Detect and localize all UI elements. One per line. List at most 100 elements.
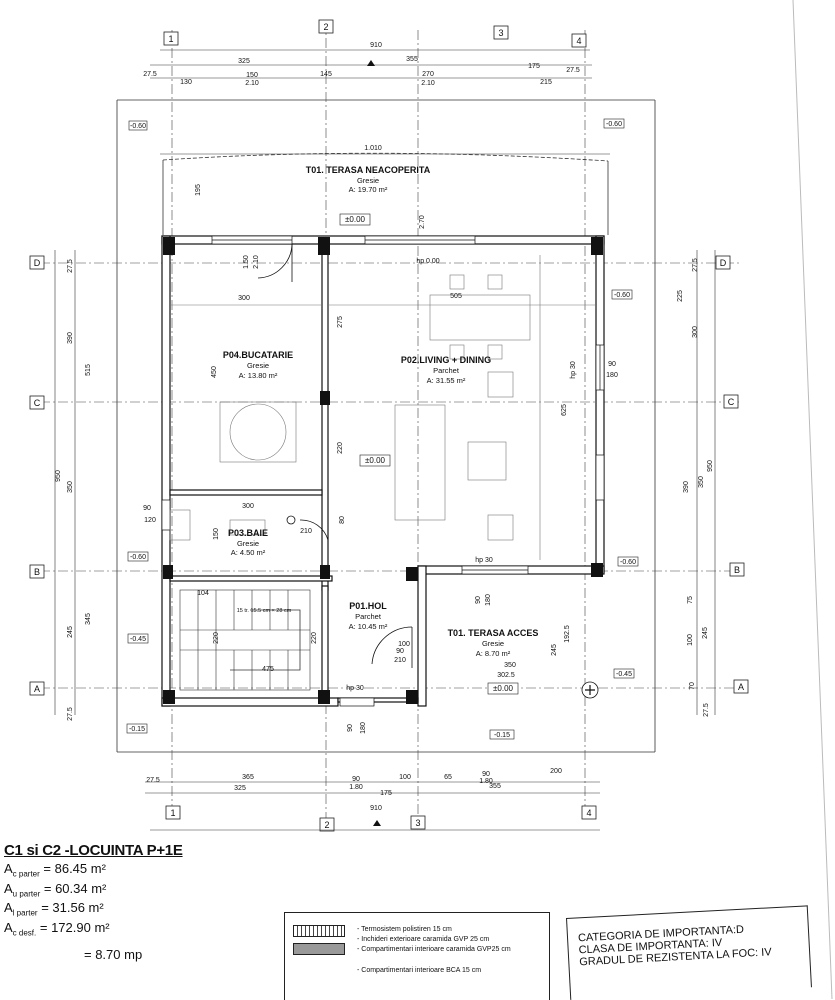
dim-terrace-depth: 195 (195, 184, 202, 196)
dim-win-hp-acces: hp 30 (475, 557, 493, 564)
dim-stair-475: 475 (262, 666, 274, 673)
dim-bot-l: 1.80 (479, 778, 493, 785)
dim-door-90: 90 (396, 648, 404, 655)
dim-acces-245: 245 (551, 644, 558, 656)
terasa-name: T01. TERASA NEACOPERITA (306, 165, 431, 175)
dim-left-b: 390 (67, 332, 74, 344)
dim-left-e: 350 (67, 481, 74, 493)
elev-e3: -0.60 (620, 559, 636, 566)
axis-b-left: B (34, 567, 40, 577)
dim-top-i: 175 (528, 63, 540, 70)
dim-left-f: 245 (67, 626, 74, 638)
axis-c-left: C (34, 398, 41, 408)
dim-stair-104: 104 (197, 590, 209, 597)
row-symbol: A (4, 861, 13, 876)
dim-bot-k: 355 (489, 783, 501, 790)
dim-top-k: 130 (180, 79, 192, 86)
summary-row-acd: Ac desf. = 172.90 m² (4, 920, 264, 938)
stair-note: 15 tr. 15.5 cm × 28 cm (237, 608, 292, 614)
dim-top-f: 145 (320, 71, 332, 78)
axis-3-bottom: 3 (415, 818, 420, 828)
row-subscript: u parter (12, 889, 41, 899)
materials-legend: - Termosistem polistiren 15 cm - Inchide… (284, 912, 550, 1000)
row-symbol: A (4, 900, 13, 916)
row-value: = 86.45 m² (39, 861, 106, 876)
row-subscript: c parter (12, 869, 40, 879)
terasa-finish: Gresie (357, 176, 379, 185)
row-value: = 31.56 m² (37, 900, 104, 916)
row-subscript: l parter (12, 908, 38, 918)
dim-win-210b: 2.10 (253, 255, 260, 269)
legend-item-exterior: - Inchideri exterioare caramida GVP 25 c… (357, 936, 490, 943)
section-markers (367, 60, 599, 826)
bucatarie-finish: Gresie (247, 361, 269, 370)
axis-4-top: 4 (576, 36, 581, 46)
dim-bot-g: 27.5 (146, 777, 160, 784)
dim-bot-i: 1.80 (349, 784, 363, 791)
dim-right-g: 75 (687, 596, 694, 604)
elev-ter-left: -0.60 (130, 123, 146, 130)
terasa-area: A: 19.70 m² (349, 185, 388, 194)
dim-bot-a: 365 (242, 774, 254, 781)
elev-ter-right: -0.60 (606, 121, 622, 128)
bucatarie-name: P04.BUCATARIE (223, 350, 293, 360)
furniture (169, 255, 596, 560)
elev-e7: -0.15 (494, 732, 510, 739)
dim-right-i: 245 (702, 627, 709, 639)
dim-bath-door-210: 210 (300, 528, 312, 535)
dim-win-hp-hol: hp 30 (346, 685, 364, 692)
dim-bot-b: 90 (352, 776, 360, 783)
dim-left-c: 515 (85, 364, 92, 376)
acces-area: A: 8.70 m² (476, 649, 511, 658)
axis-3-top: 3 (498, 28, 503, 38)
outer-frame (116, 99, 656, 753)
dim-left-g: 345 (85, 613, 92, 625)
dim-kitchen-h: 450 (211, 366, 218, 378)
legend-item-polistiren: - Termosistem polistiren 15 cm (357, 926, 452, 933)
dim-door-210: 210 (394, 657, 406, 664)
dim-right-b: 225 (677, 290, 684, 302)
stairs (179, 589, 311, 691)
elev-e5: -0.45 (616, 671, 632, 678)
dim-left-a: 27.5 (67, 259, 74, 273)
dim-acces-1925: 192.5 (564, 625, 571, 643)
dim-left-h: 27.5 (67, 707, 74, 721)
dim-win-90-right: 90 (608, 361, 616, 368)
dim-right-d: 390 (683, 481, 690, 493)
elev-e1: -0.60 (614, 292, 630, 299)
dims-top: 910 325 355 27.5 150 2.10 145 270 2.10 1… (143, 42, 580, 196)
row-value: = 60.34 m² (40, 880, 107, 896)
dim-terrace-width: 1.010 (364, 145, 382, 152)
dim-bath-w: 300 (242, 503, 254, 510)
dim-top-g: 270 (422, 71, 434, 78)
legend-item-bca: - Compartimentari interioare BCA 15 cm (357, 967, 482, 974)
elev-zero-terrace: ±0.00 (345, 215, 366, 224)
columns (163, 237, 603, 704)
axis-c-right: C (728, 397, 735, 407)
axis-markers: 1 2 3 4 1 2 3 4 D C B A D C B A (29, 19, 749, 832)
dim-top-d: 150 (246, 72, 258, 79)
dim-bot-e: 90 (482, 771, 490, 778)
elevation-marks: -0.60 -0.60 ±0.00 ±0.00 ±0.00 -0.60 -0.6… (126, 118, 639, 740)
dim-hol-220: 220 (311, 632, 318, 644)
dim-top-j: 27.5 (566, 67, 580, 74)
axis-a-right: A (738, 682, 744, 692)
dim-stair-220: 220 (213, 632, 220, 644)
dim-top-e: 2.10 (245, 80, 259, 87)
hol-name: P01.HOL (349, 601, 387, 611)
dim-right-e: 950 (707, 460, 714, 472)
dim-win-180-acces: 180 (485, 594, 492, 606)
dim-acces-3025: 302.5 (497, 672, 515, 679)
living-name: P02.LIVING + DINING (401, 355, 491, 365)
dim-right-f: 350 (698, 476, 705, 488)
dim-top-a: 325 (238, 58, 250, 65)
summary-row-au: Au parter = 60.34 m² (4, 881, 264, 899)
row-symbol: A (4, 919, 13, 935)
acces-finish: Gresie (482, 639, 504, 648)
dim-bot-h: 325 (234, 785, 246, 792)
baie-area: A: 4.50 m² (231, 548, 266, 557)
dims-left: 27.5 390 515 950 350 245 345 27.5 (55, 259, 92, 721)
axis-1-top: 1 (168, 34, 173, 44)
room-labels: T01. TERASA NEACOPERITA Gresie A: 19.70 … (223, 165, 539, 658)
